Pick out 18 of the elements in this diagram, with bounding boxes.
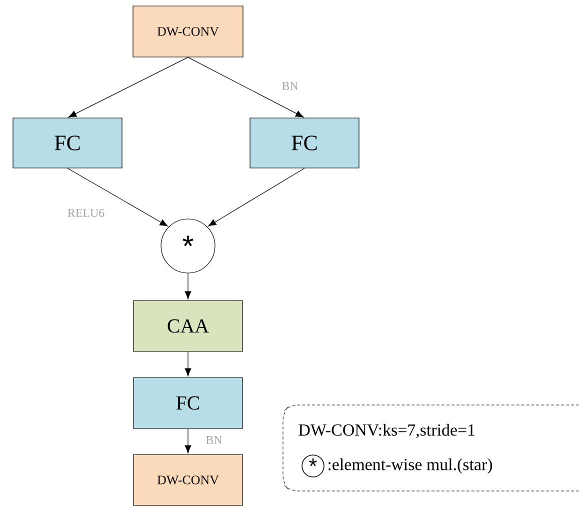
process-box: FC (250, 118, 360, 168)
edge-label: RELU6 (66, 208, 106, 218)
arrow (68, 57, 188, 118)
arrow (184, 428, 192, 454)
process-box: DW-CONV (132, 6, 244, 58)
process-box: CAA (133, 300, 243, 352)
legend-text: DW-CONV:ks=7,stride=1 (298, 424, 475, 438)
arrow (184, 273, 192, 300)
process-box: FC (133, 377, 243, 429)
process-box: FC (12, 118, 122, 168)
edge-label: BN (204, 435, 224, 445)
process-box: DW-CONV (133, 454, 243, 506)
arrow (188, 57, 304, 118)
arrow (208, 168, 305, 226)
arrow (67, 168, 168, 226)
edge-label: BN (280, 81, 300, 91)
arrow (184, 352, 192, 376)
legend-text: :element-wise mul.(star) (328, 458, 492, 474)
